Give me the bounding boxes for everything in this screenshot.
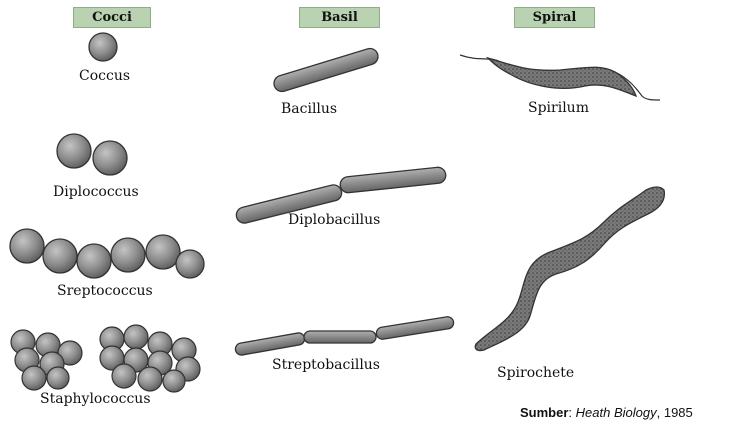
diplococcus-illustration [56, 133, 128, 176]
label-spirochete: Spirochete [497, 365, 575, 381]
label-diplobacillus: Diplobacillus [288, 212, 381, 228]
source-prefix: Sumber [520, 405, 569, 420]
label-sreptococcus: Sreptococcus [57, 283, 153, 299]
source-citation: Sumber: Heath Biology, 1985 [520, 405, 693, 420]
bacillus-illustration [273, 47, 379, 93]
spirilum-illustration [459, 54, 661, 101]
source-separator: : [568, 405, 573, 420]
sreptococcus-illustration [9, 228, 205, 279]
diplobacillus-illustration [235, 166, 447, 224]
spirochete-illustration [474, 186, 666, 352]
header-basil: Basil [299, 7, 380, 28]
label-bacillus: Bacillus [281, 101, 338, 117]
header-spiral: Spiral [514, 7, 595, 28]
coccus-illustration [88, 32, 118, 62]
label-spirilum: Spirilum [528, 100, 589, 116]
source-title: Heath Biology [575, 405, 657, 420]
streptobacillus-illustration [234, 316, 455, 356]
label-staphylococcus: Staphylococcus [40, 391, 151, 407]
label-coccus: Coccus [79, 68, 131, 84]
header-cocci: Cocci [73, 7, 151, 28]
source-year: , 1985 [656, 405, 693, 420]
staphylococcus-illustration [10, 324, 201, 393]
label-streptobacillus: Streptobacillus [272, 357, 380, 373]
label-diplococcus: Diplococcus [53, 184, 139, 200]
